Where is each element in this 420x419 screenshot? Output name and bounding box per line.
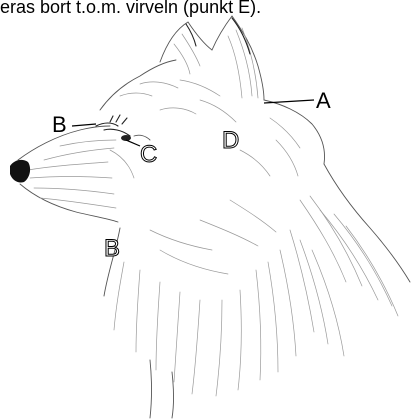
label-d: D xyxy=(222,127,239,154)
muzzle-sketch xyxy=(10,126,134,222)
label-c: C xyxy=(140,141,157,168)
head-sketch xyxy=(100,60,325,176)
neck-fur-sketch xyxy=(104,164,410,418)
ear-sketch xyxy=(160,16,264,100)
label-a: A xyxy=(316,88,331,113)
leader-line-c xyxy=(126,140,140,146)
leader-line-b xyxy=(72,124,96,126)
eye-sketch xyxy=(96,115,150,141)
label-b-upper: B xyxy=(52,112,67,137)
label-b-lower: B xyxy=(104,235,120,262)
